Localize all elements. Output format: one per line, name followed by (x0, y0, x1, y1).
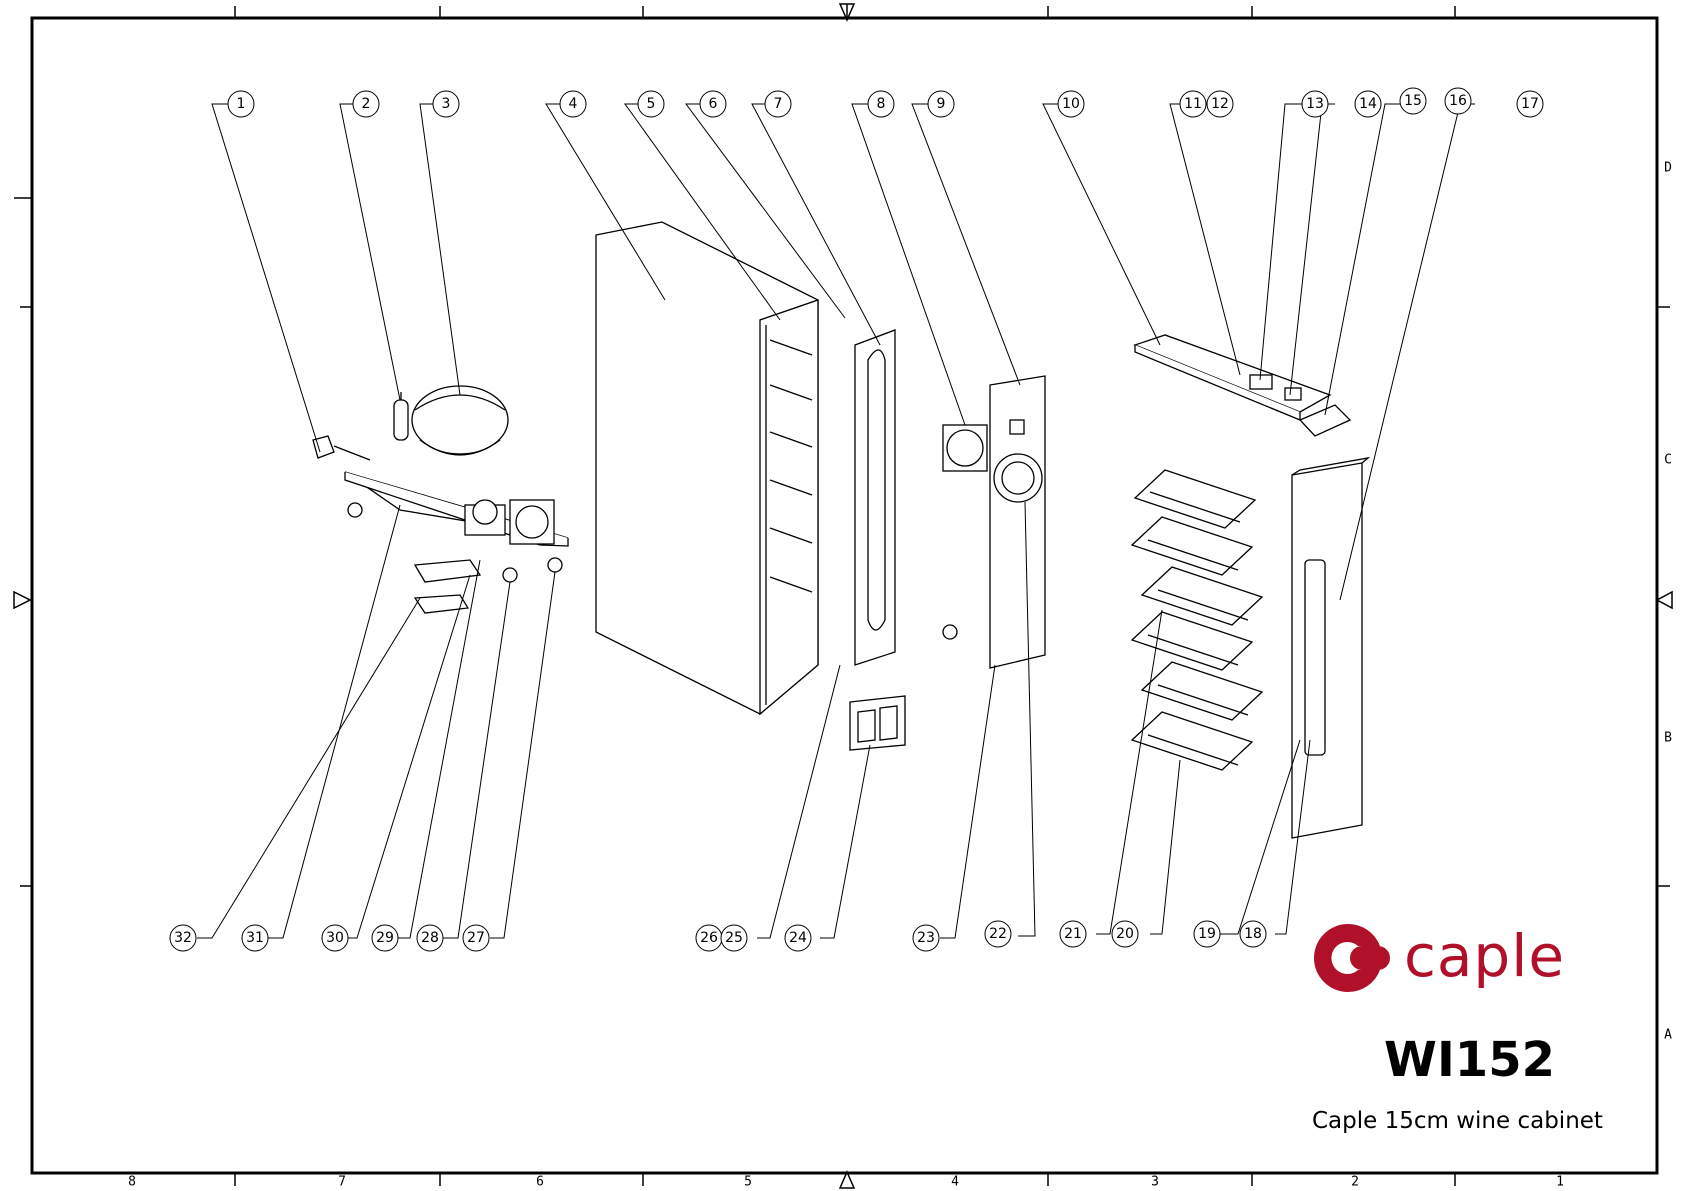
zone-col-1: 1 (1556, 1175, 1564, 1190)
zone-col-6: 6 (536, 1175, 544, 1190)
callout-31: 31 (242, 925, 268, 951)
callout-9: 9 (928, 91, 954, 117)
callout-30: 30 (322, 925, 348, 951)
zone-col-3: 3 (1151, 1175, 1159, 1190)
callout-24: 24 (785, 925, 811, 951)
model-code: WI152 (1384, 1032, 1555, 1088)
callout-3: 3 (433, 91, 459, 117)
svg-text:11: 11 (1184, 96, 1202, 112)
zone-row-c: C (1664, 453, 1672, 468)
callout-13: 13 (1302, 91, 1328, 117)
brand-name: caple (1404, 922, 1565, 990)
callout-17: 17 (1517, 91, 1543, 117)
callout-32: 32 (170, 925, 196, 951)
compressor-base-assembly (313, 386, 568, 613)
callout-10: 10 (1058, 91, 1084, 117)
product-description: Caple 15cm wine cabinet (1312, 1108, 1603, 1134)
svg-text:5: 5 (647, 96, 656, 112)
svg-text:23: 23 (917, 930, 935, 946)
zone-col-7: 7 (338, 1175, 346, 1190)
callout-21: 21 (1060, 921, 1086, 947)
callout-20: 20 (1112, 921, 1138, 947)
svg-text:10: 10 (1062, 96, 1080, 112)
svg-text:27: 27 (467, 930, 485, 946)
svg-text:22: 22 (989, 926, 1007, 942)
svg-text:15: 15 (1404, 93, 1422, 109)
zone-row-a: A (1664, 1028, 1672, 1043)
svg-text:2: 2 (362, 96, 371, 112)
svg-text:31: 31 (246, 930, 264, 946)
svg-text:1: 1 (237, 96, 246, 112)
svg-text:24: 24 (789, 930, 807, 946)
callout-11: 11 (1180, 91, 1206, 117)
callout-6: 6 (700, 91, 726, 117)
callout-27: 27 (463, 925, 489, 951)
top-control-panel (1135, 335, 1350, 436)
callout-2: 2 (353, 91, 379, 117)
zone-col-4: 4 (951, 1175, 959, 1190)
zone-col-8: 8 (128, 1175, 136, 1190)
brand-logo-icon (1300, 918, 1396, 998)
frame-zone-ticks (14, 6, 1670, 1186)
zone-row-b: B (1664, 731, 1672, 746)
svg-text:30: 30 (326, 930, 344, 946)
callout-5: 5 (638, 91, 664, 117)
svg-text:16: 16 (1449, 93, 1467, 109)
callout-4: 4 (560, 91, 586, 117)
svg-text:3: 3 (442, 96, 451, 112)
fan-cover-assembly (943, 376, 1045, 668)
callout-28: 28 (417, 925, 443, 951)
svg-text:29: 29 (376, 930, 394, 946)
callout-23: 23 (913, 925, 939, 951)
svg-text:25: 25 (725, 930, 743, 946)
callout-1: 1 (228, 91, 254, 117)
svg-text:13: 13 (1306, 96, 1324, 112)
callout-16: 16 (1445, 88, 1471, 114)
svg-text:14: 14 (1359, 96, 1377, 112)
door-assembly (1292, 458, 1368, 838)
zone-col-5: 5 (744, 1175, 752, 1190)
svg-text:20: 20 (1116, 926, 1134, 942)
svg-text:17: 17 (1521, 96, 1539, 112)
svg-text:21: 21 (1064, 926, 1082, 942)
svg-text:18: 18 (1244, 926, 1262, 942)
callout-19: 19 (1194, 921, 1220, 947)
wire-shelves (1132, 470, 1262, 770)
callout-26: 26 (696, 925, 722, 951)
callout-18: 18 (1240, 921, 1266, 947)
evaporator-panel (855, 330, 895, 665)
callout-14: 14 (1355, 91, 1381, 117)
callout-7: 7 (765, 91, 791, 117)
drawing-border (32, 18, 1657, 1173)
svg-text:12: 12 (1211, 96, 1229, 112)
svg-text:26: 26 (700, 930, 718, 946)
callout-8: 8 (868, 91, 894, 117)
callout-15: 15 (1400, 88, 1426, 114)
svg-text:7: 7 (774, 96, 783, 112)
leader-lines-top (212, 104, 1475, 600)
svg-text:32: 32 (174, 930, 192, 946)
cabinet-body (596, 222, 818, 714)
callout-29: 29 (372, 925, 398, 951)
frame-center-marks (14, 4, 1672, 1188)
zone-col-2: 2 (1351, 1175, 1359, 1190)
callout-12: 12 (1207, 91, 1233, 117)
zone-row-d: D (1664, 161, 1672, 176)
svg-text:8: 8 (877, 96, 886, 112)
svg-text:6: 6 (709, 96, 718, 112)
svg-text:4: 4 (569, 96, 578, 112)
svg-text:9: 9 (937, 96, 946, 112)
svg-text:19: 19 (1198, 926, 1216, 942)
callout-25: 25 (721, 925, 747, 951)
svg-text:28: 28 (421, 930, 439, 946)
callout-22: 22 (985, 921, 1011, 947)
